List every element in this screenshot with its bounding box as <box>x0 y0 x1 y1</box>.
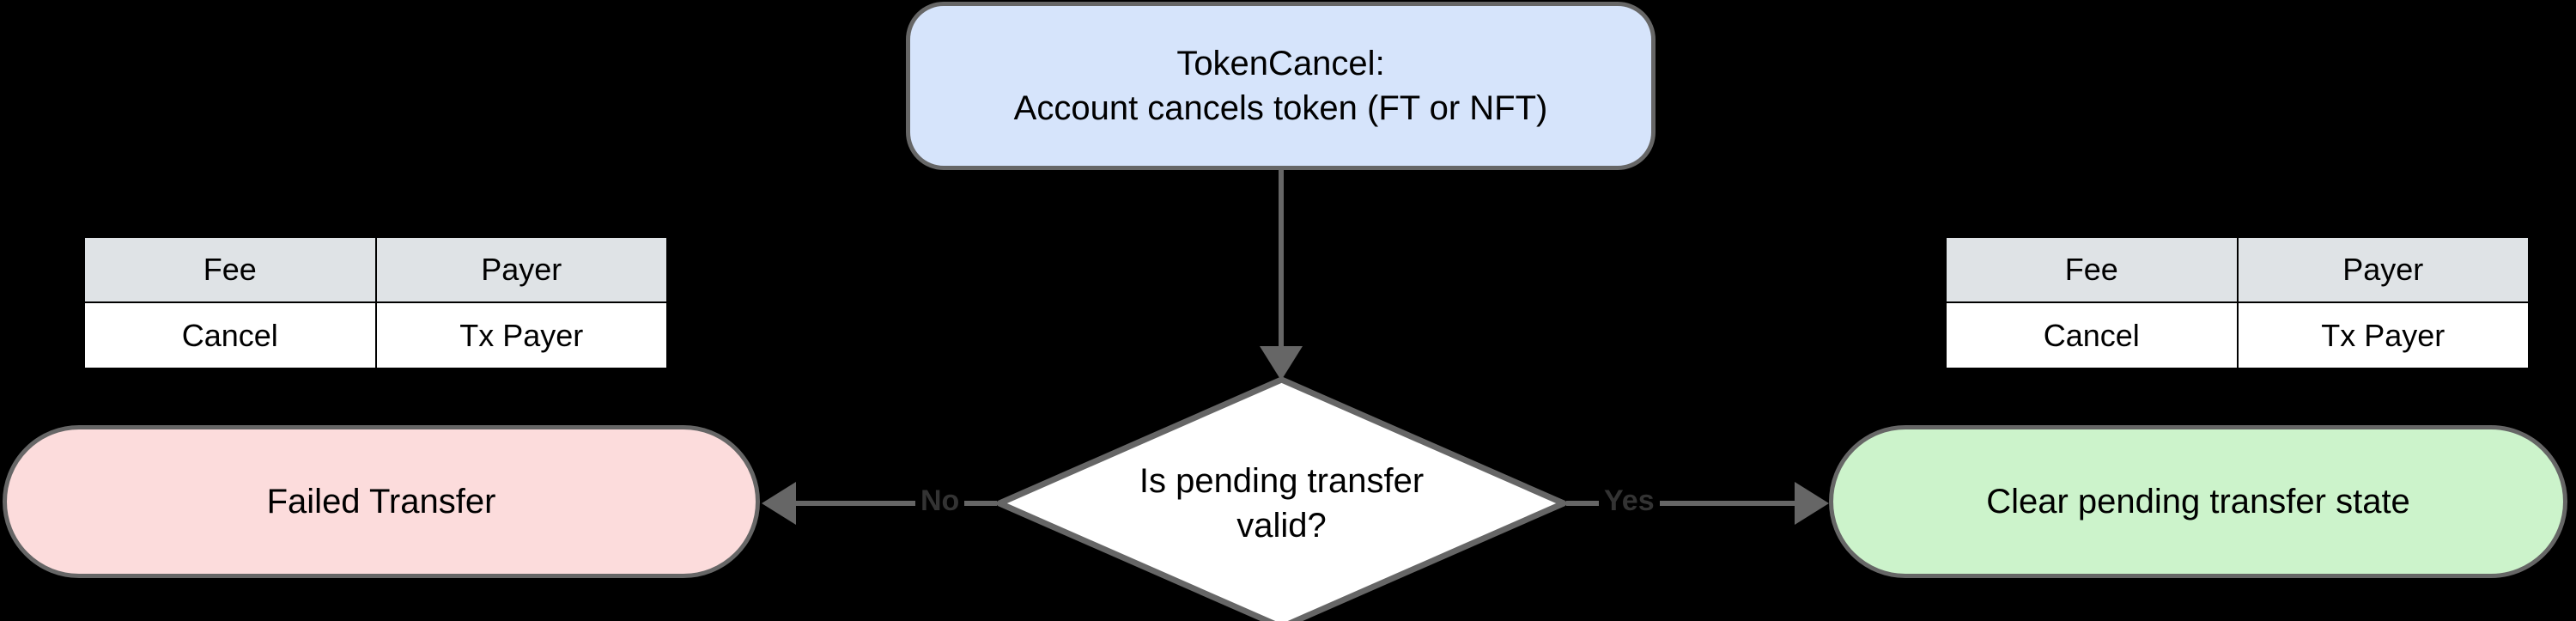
node-failed-transfer-label: Failed Transfer <box>266 483 496 521</box>
node-decision-pending-transfer-valid[interactable]: Is pending transfer valid? <box>996 376 1567 621</box>
fee-table-right: Fee Payer Cancel Tx Payer <box>1945 236 2530 369</box>
table-row: Cancel Tx Payer <box>1945 301 2530 369</box>
node-clear-pending-transfer-state[interactable]: Clear pending transfer state <box>1829 425 2567 578</box>
fee-table-right-header-row: Fee Payer <box>1945 236 2530 303</box>
table-row: Cancel Tx Payer <box>83 301 668 369</box>
node-tokencancel-line2: Account cancels token (FT or NFT) <box>1013 89 1548 127</box>
node-tokencancel-start[interactable]: TokenCancel: Account cancels token (FT o… <box>906 2 1656 170</box>
fee-table-left: Fee Payer Cancel Tx Payer <box>83 236 668 369</box>
fee-table-left-header-payer: Payer <box>374 236 668 303</box>
fee-table-right-cell-fee: Cancel <box>1945 301 2239 369</box>
edge-start-to-decision <box>1260 170 1303 381</box>
fee-table-left-cell-fee: Cancel <box>83 301 377 369</box>
fee-table-left-cell-payer: Tx Payer <box>374 301 668 369</box>
edge-label-yes: Yes <box>1599 486 1660 515</box>
edge-label-no: No <box>915 486 965 515</box>
node-failed-transfer[interactable]: Failed Transfer <box>3 425 760 578</box>
fee-table-left-header-fee: Fee <box>83 236 377 303</box>
fee-table-right-header-fee: Fee <box>1945 236 2239 303</box>
fee-table-right-cell-payer: Tx Payer <box>2236 301 2530 369</box>
node-clear-pending-label: Clear pending transfer state <box>1986 483 2410 521</box>
fee-table-right-header-payer: Payer <box>2236 236 2530 303</box>
fee-table-left-header-row: Fee Payer <box>83 236 668 303</box>
node-tokencancel-line1: TokenCancel: <box>1176 45 1385 82</box>
diamond-shape-icon <box>996 376 1567 621</box>
node-tokencancel-text: TokenCancel: Account cancels token (FT o… <box>993 41 1569 131</box>
